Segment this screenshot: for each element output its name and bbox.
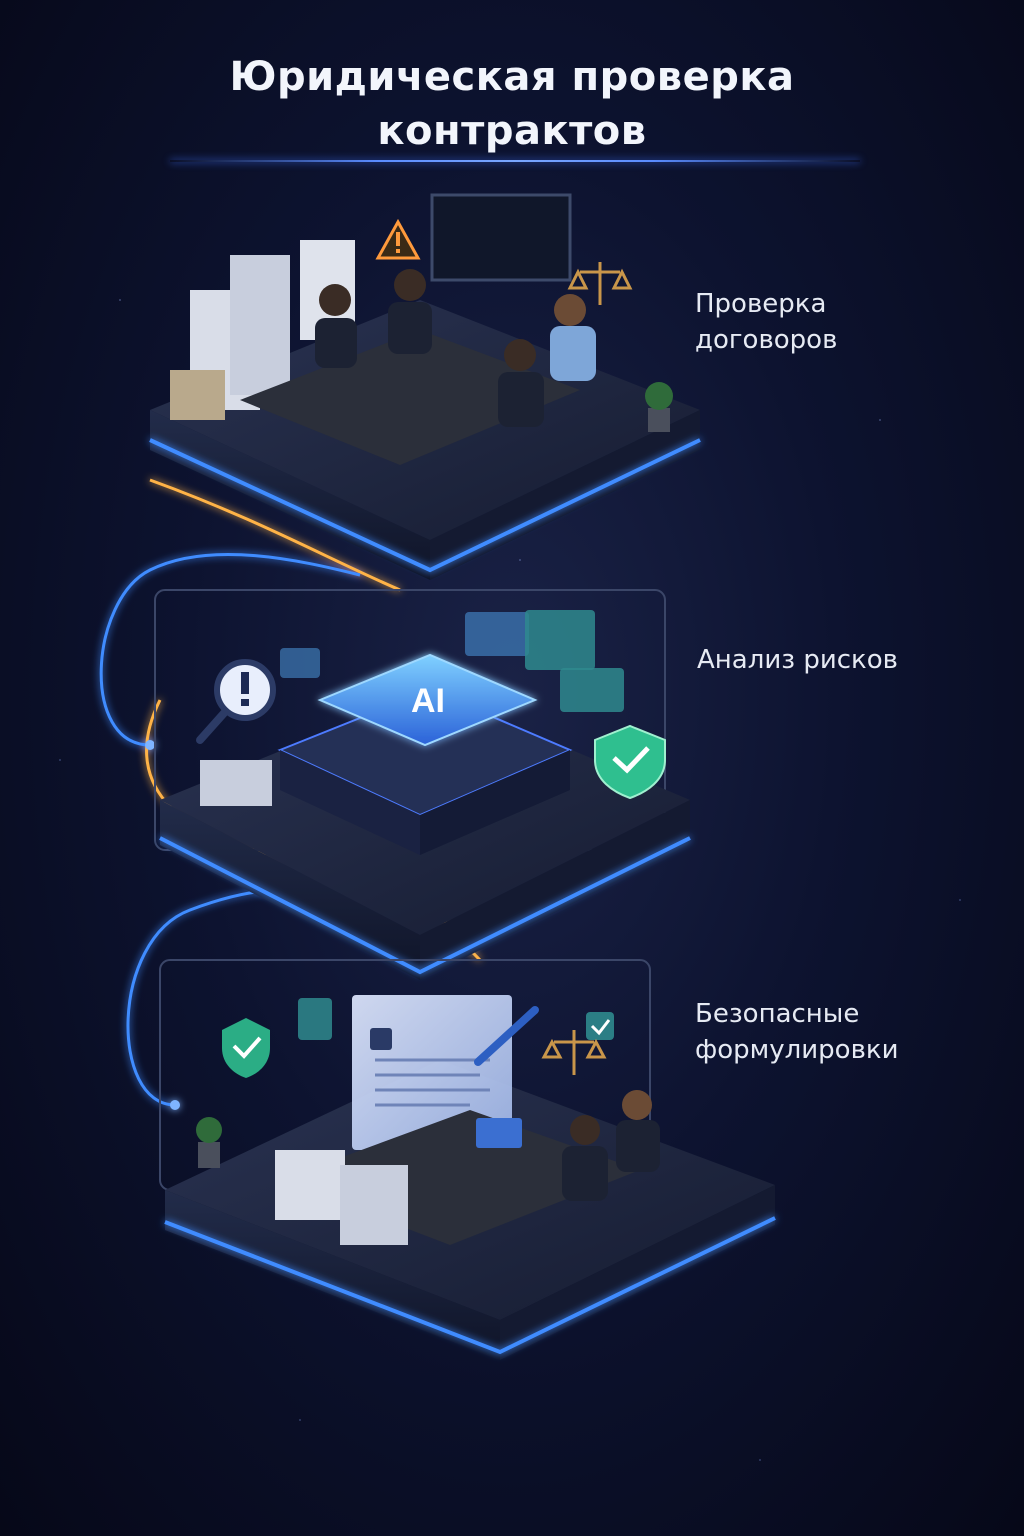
document-checkbox-icon xyxy=(370,1028,392,1050)
page-title-line-1: Юридическая проверка xyxy=(229,54,795,100)
platform-risk-analysis: AI xyxy=(154,589,691,980)
blue-cable-1 xyxy=(99,552,361,747)
page-title-line-2: контрактов xyxy=(377,108,647,154)
cable-node-1 xyxy=(145,740,155,750)
paper-stack-2 xyxy=(200,760,272,806)
lawyers xyxy=(315,269,596,427)
step-label-safe-wording: Безопасные формулировки xyxy=(695,996,899,1068)
step-1-line-2: договоров xyxy=(695,325,838,355)
shield-check-icon xyxy=(594,724,666,800)
step-label-risk-analysis: Анализ рисков xyxy=(697,642,898,678)
ai-chip xyxy=(317,653,538,747)
potted-plant-icon-3 xyxy=(196,1117,222,1168)
platform-2-neon-edge xyxy=(159,836,691,975)
platform-2-left-side xyxy=(160,800,420,980)
lawyers-3 xyxy=(562,1090,660,1201)
scales-of-justice-icon xyxy=(567,262,633,305)
paper-stacks xyxy=(170,240,355,420)
platform-3-right-side xyxy=(500,1185,775,1360)
platform-3-neon-edge xyxy=(164,1216,776,1355)
ai-chip-label: AI xyxy=(411,682,445,720)
orange-cable-1 xyxy=(149,478,401,592)
step-label-contract-review: Проверка договоров xyxy=(695,286,837,358)
step-3-line-1: Безопасные xyxy=(695,999,860,1029)
document-lines xyxy=(375,1058,490,1107)
platform-2-right-side xyxy=(420,800,690,980)
platform-1-neon-edge xyxy=(149,438,701,573)
platform-safe-wording xyxy=(159,959,776,1360)
scales-of-justice-icon-3 xyxy=(541,1030,607,1075)
floating-doc-cards xyxy=(280,610,624,712)
potted-plant-icon xyxy=(645,382,673,432)
step-3-line-2: формулировки xyxy=(695,1035,899,1065)
warning-icon xyxy=(375,218,421,260)
green-check-badges xyxy=(222,998,614,1078)
step-1-line-1: Проверка xyxy=(695,289,827,319)
cable-node-2 xyxy=(170,1100,180,1110)
title-underline xyxy=(170,160,860,162)
paper-stacks-3 xyxy=(275,1150,408,1245)
page-title: Юридическая проверка контрактов xyxy=(0,50,1024,158)
platform-contract-review xyxy=(149,193,701,580)
wall-monitor xyxy=(430,193,572,282)
risk-magnifier-icon xyxy=(196,659,276,744)
pen-icon xyxy=(474,1006,539,1066)
step-2-line-1: Анализ рисков xyxy=(697,645,898,675)
laptop xyxy=(476,1118,522,1148)
office-desk xyxy=(240,330,580,465)
